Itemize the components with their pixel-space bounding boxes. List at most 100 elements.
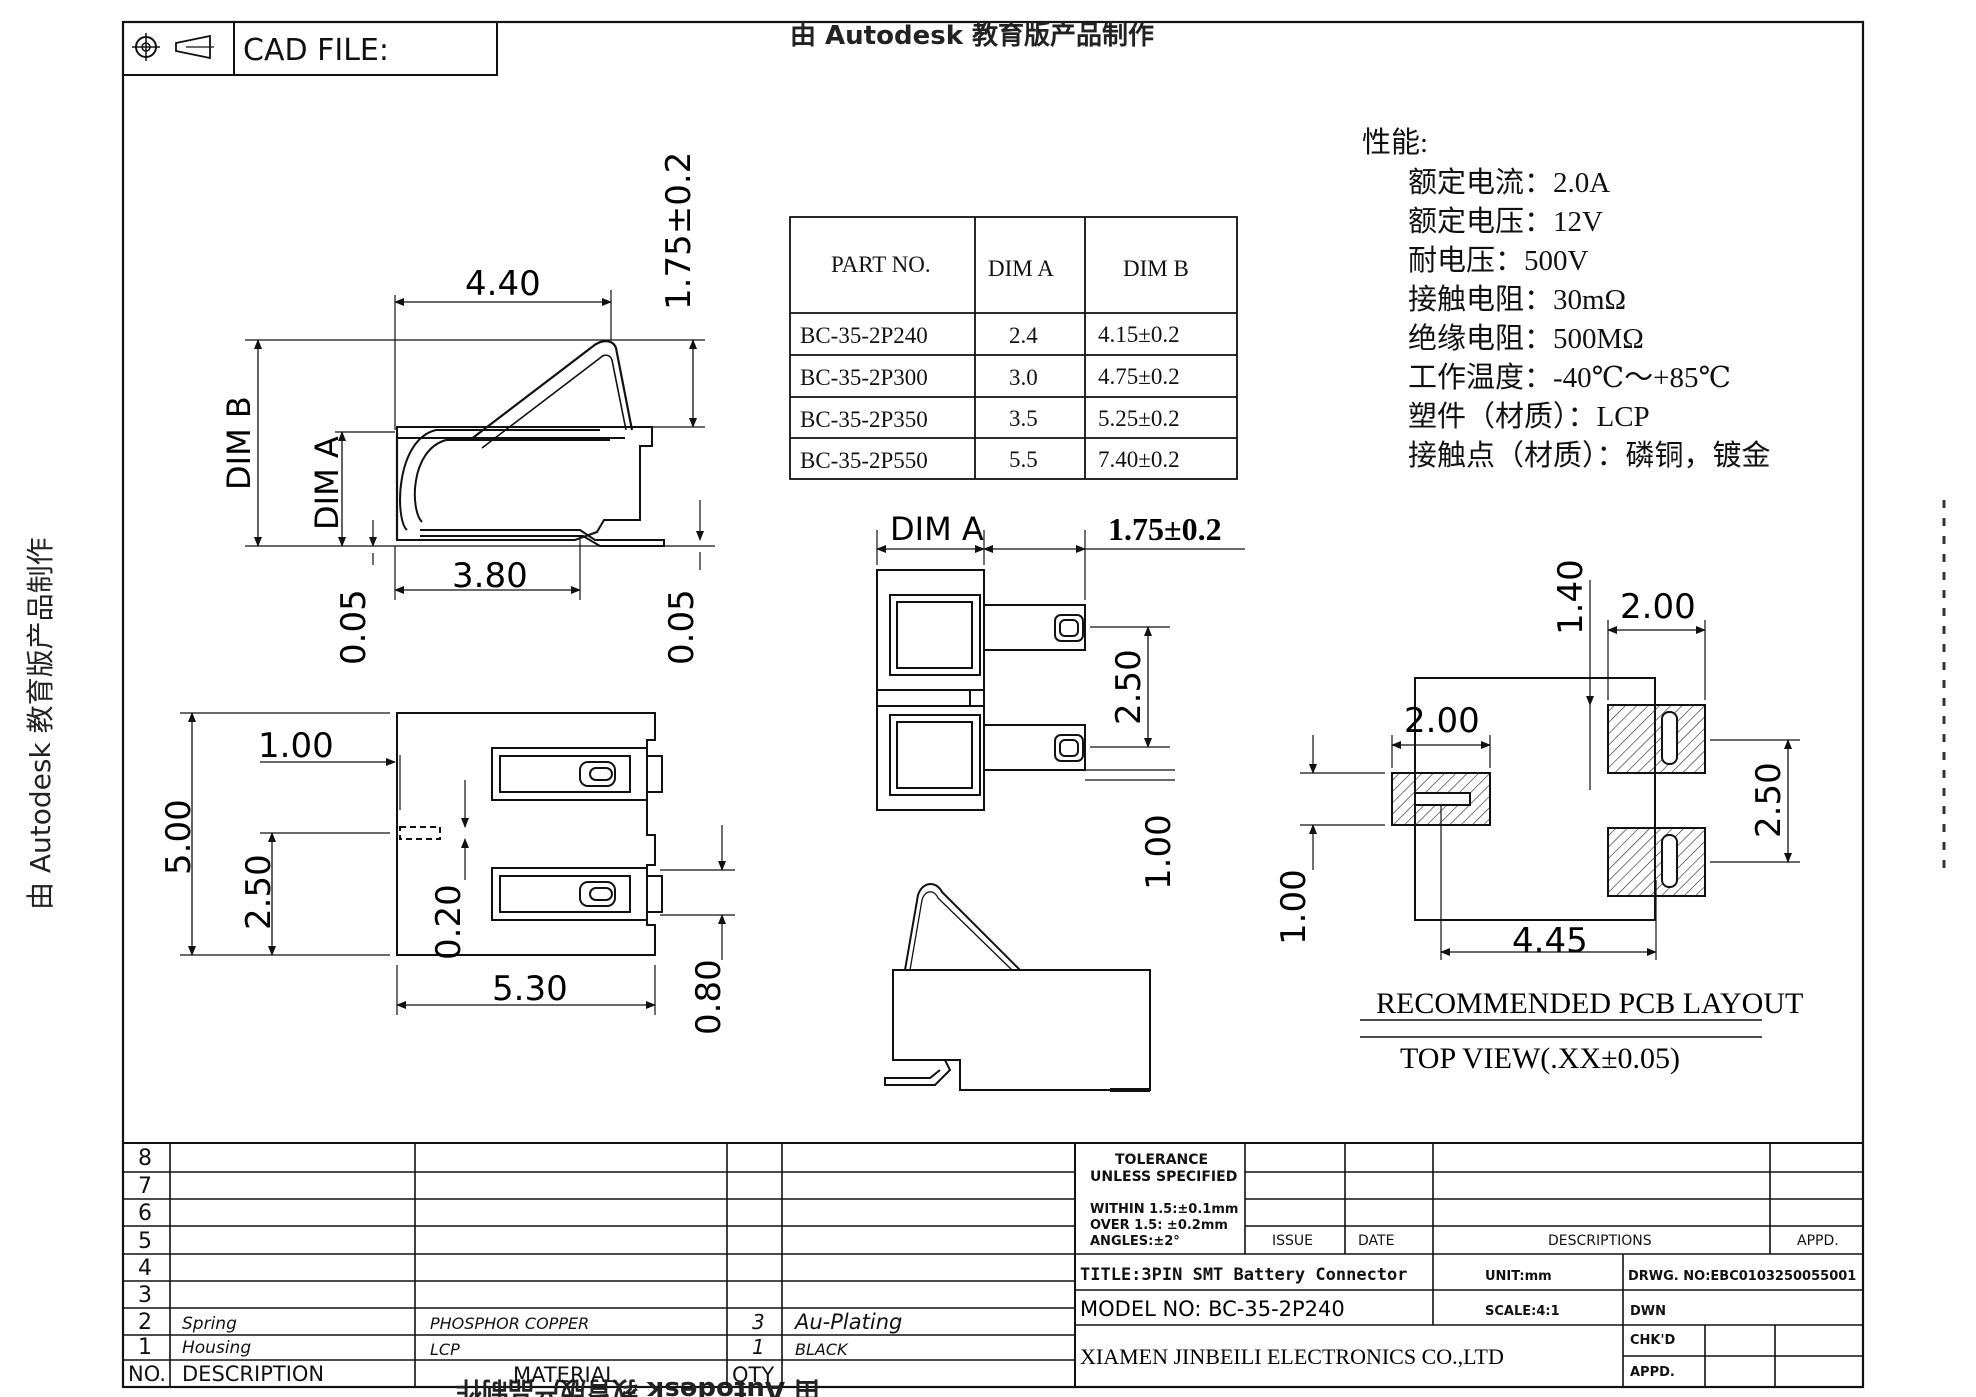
tolerance-title: TOLERANCE <box>1115 1152 1208 1168</box>
pcb-dim-100: 1.00 <box>1274 869 1314 945</box>
drawing-number: DRWG. NO:EBC0103250055001 <box>1628 1269 1856 1284</box>
part-number-table <box>789 216 1238 480</box>
dim-front-175: 1.75±0.2 <box>1108 511 1222 547</box>
dim-top-pin: 1.00 <box>258 726 334 766</box>
chkd-label: CHK'D <box>1630 1333 1675 1348</box>
sheet-border <box>121 20 1865 1389</box>
dim-front-100: 1.00 <box>1139 814 1179 890</box>
bom-footer-material: MATERIAL <box>513 1363 617 1387</box>
unit-label: UNIT:mm <box>1485 1269 1552 1284</box>
dim-top-gap: 0.20 <box>429 884 469 960</box>
scale-label: SCALE:4:1 <box>1485 1304 1560 1319</box>
spec-item: 接触点（材质）：磷铜，镀金 <box>1408 439 1771 472</box>
dim-side-tol-b: 0.05 <box>662 589 702 665</box>
issue-label: ISSUE <box>1272 1233 1313 1249</box>
table-cell: 7.40±0.2 <box>1098 447 1180 472</box>
bom-row-number: 4 <box>138 1256 152 1281</box>
drawing-title: TITLE:3PIN SMT Battery Connector <box>1080 1265 1408 1285</box>
spec-item: 塑件（材质）：LCP <box>1408 400 1650 433</box>
bom-qty: 3 <box>752 1310 765 1334</box>
dim-side-tol-a: 0.05 <box>334 589 374 665</box>
dim-side-height: 1.75±0.2 <box>659 152 699 310</box>
pcb-dim-200-top: 2.00 <box>1620 587 1696 627</box>
watermark-bottom: 由 Autodesk 教育版产品制作 <box>456 1375 820 1397</box>
spec-item: 额定电压：12V <box>1408 205 1603 238</box>
bom-material: LCP <box>430 1340 460 1359</box>
table-cell: 4.15±0.2 <box>1098 322 1180 347</box>
bom-table <box>123 1142 1076 1387</box>
bom-desc: Spring <box>182 1314 237 1334</box>
table-cell: 5.25±0.2 <box>1098 406 1180 431</box>
dim-top-pitch: 2.50 <box>239 854 279 930</box>
table-cell: 5.5 <box>1009 447 1038 472</box>
pcb-dim-200-left: 2.00 <box>1404 701 1480 741</box>
table-cell: BC-35-2P550 <box>800 448 928 473</box>
bom-row-number: 8 <box>138 1146 152 1171</box>
iso-view <box>884 883 1151 1092</box>
table-cell: 3.5 <box>1009 406 1038 431</box>
table-cell: BC-35-2P350 <box>800 407 928 432</box>
table-cell: BC-35-2P300 <box>800 365 928 390</box>
pcb-top-view: TOP VIEW(.XX±0.05) <box>1400 1042 1680 1075</box>
spec-item: 接触电阻：30mΩ <box>1408 283 1626 316</box>
table-cell: 4.75±0.2 <box>1098 364 1180 389</box>
table-header-dimb: DIM B <box>1123 256 1189 281</box>
tolerance-subtitle: UNLESS SPECIFIED <box>1090 1169 1237 1185</box>
dim-top-height: 5.00 <box>159 799 199 875</box>
tolerance-angles: ANGLES:±2° <box>1090 1234 1180 1249</box>
dim-front-a: DIM A <box>890 510 984 548</box>
pcb-pad-top <box>1607 704 1706 774</box>
dim-b-label: DIM B <box>220 396 258 490</box>
bom-finish: BLACK <box>795 1340 849 1359</box>
tolerance-within: WITHIN 1.5:±0.1mm <box>1090 1202 1238 1217</box>
bom-finish: Au-Plating <box>793 1310 902 1334</box>
bom-footer-no: NO. <box>128 1362 166 1386</box>
spec-item: 耐电压：500V <box>1408 244 1589 277</box>
top-view <box>180 712 735 1015</box>
dim-top-width: 5.30 <box>492 969 568 1009</box>
bom-footer-qty: QTY <box>732 1363 774 1387</box>
title-block <box>1075 1142 1863 1387</box>
dim-a-label: DIM A <box>308 436 346 530</box>
pcb-dim-140: 1.40 <box>1551 559 1591 635</box>
dim-front-pitch: 2.50 <box>1109 649 1149 725</box>
front-view <box>876 530 1245 811</box>
specs-title: 性能: <box>1362 126 1428 159</box>
bom-desc: Housing <box>182 1338 251 1358</box>
date-label: DATE <box>1358 1233 1394 1249</box>
watermark-top: 由 Autodesk 教育版产品制作 <box>790 20 1154 51</box>
bom-footer-desc: DESCRIPTION <box>182 1362 324 1386</box>
spec-item: 工作温度：-40℃～+85℃ <box>1408 361 1731 394</box>
tolerance-over: OVER 1.5: ±0.2mm <box>1090 1218 1228 1233</box>
dim-side-width: 4.40 <box>465 264 541 304</box>
dwn-label: DWN <box>1630 1304 1666 1319</box>
company-name: XIAMEN JINBEILI ELECTRONICS CO.,LTD <box>1080 1344 1504 1369</box>
bom-qty: 1 <box>752 1335 765 1359</box>
table-header-part: PART NO. <box>831 252 931 277</box>
bom-row-number: 5 <box>138 1229 152 1254</box>
projection-symbol-icon <box>132 33 214 61</box>
descriptions-label: DESCRIPTIONS <box>1548 1233 1652 1249</box>
cad-file-box: CAD FILE: <box>122 21 498 76</box>
table-header-dima: DIM A <box>988 256 1054 281</box>
pcb-dim-445: 4.45 <box>1512 921 1588 961</box>
dim-side-base: 3.80 <box>452 556 528 596</box>
appd-label: APPD. <box>1797 1233 1839 1249</box>
bom-row-number: 2 <box>138 1310 152 1335</box>
dim-top-thick: 0.80 <box>689 959 729 1035</box>
watermark-left: 由 Autodesk 教育版产品制作 <box>24 537 57 910</box>
table-cell: BC-35-2P240 <box>800 323 928 348</box>
pcb-layout-title: RECOMMENDED PCB LAYOUT <box>1376 987 1803 1020</box>
pcb-layout <box>1300 580 1800 1038</box>
table-cell: 3.0 <box>1009 365 1038 390</box>
table-cell: 2.4 <box>1009 323 1038 348</box>
bom-row-number: 7 <box>138 1174 152 1199</box>
side-view <box>245 290 715 600</box>
pcb-dim-250: 2.50 <box>1749 762 1789 838</box>
bom-row-number: 3 <box>138 1283 152 1308</box>
spec-item: 额定电流：2.0A <box>1408 166 1610 199</box>
spec-item: 绝缘电阻：500MΩ <box>1408 322 1644 355</box>
bom-row-number: 6 <box>138 1201 152 1226</box>
bom-material: PHOSPHOR COPPER <box>430 1314 589 1333</box>
